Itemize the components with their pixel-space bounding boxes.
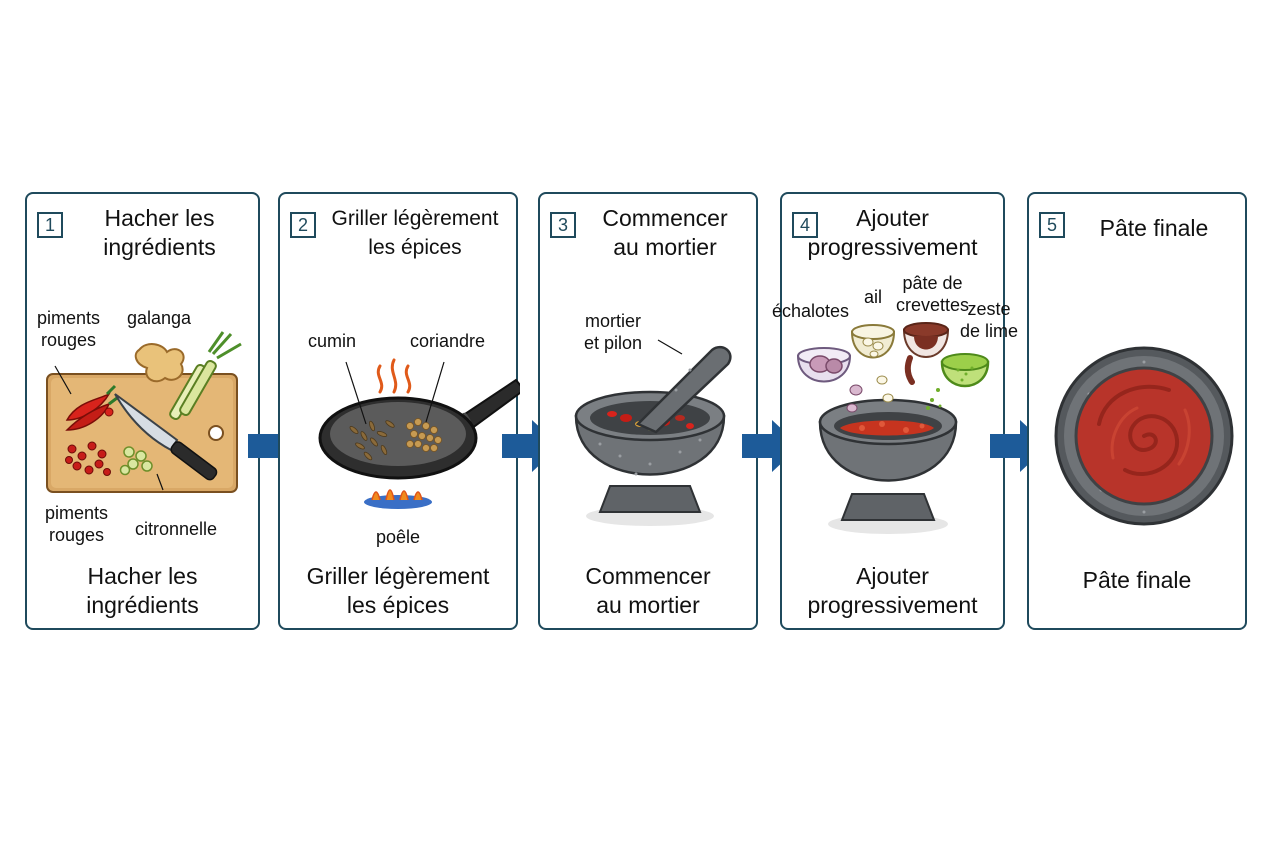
label-ail: ail bbox=[864, 287, 883, 307]
label-citronnelle: citronnelle bbox=[135, 519, 218, 539]
label-mortier-et-pilon: mortier et pilon bbox=[584, 311, 643, 353]
step-5-caption: Pâte finale bbox=[1082, 567, 1192, 593]
mortar-pestle-illustration bbox=[574, 339, 732, 526]
step-5-title: Pâte finale bbox=[1099, 215, 1209, 241]
label-pate-de-crevettes: pâte de crevettes bbox=[896, 273, 970, 315]
cutting-board-illustration bbox=[46, 331, 242, 493]
label-piments-rouges-top: piments rouges bbox=[37, 308, 101, 350]
step-3-number: 3 bbox=[550, 212, 576, 238]
mortar-adding-ingredients-illustration bbox=[796, 322, 990, 534]
frying-pan-illustration bbox=[318, 358, 520, 509]
step-2-title: Griller légèrement les épices bbox=[331, 207, 499, 259]
label-echalotes: échalotes bbox=[772, 301, 850, 321]
step-4-panel: 4 Ajouter progressivement bbox=[772, 192, 1018, 630]
label-cumin: cumin bbox=[308, 331, 357, 351]
step-5-panel: 5 Pâte finale Pâte finale bbox=[1027, 192, 1247, 630]
step-3-caption: Commencer au mortier bbox=[585, 563, 711, 618]
step-3-panel: 3 Commencer au mortier bbox=[538, 192, 758, 630]
step-1-caption: Hacher les ingrédients bbox=[86, 563, 199, 618]
step-4-title: Ajouter progressivement bbox=[807, 205, 978, 260]
step-1-panel: 1 Hacher les ingrédients bbox=[25, 192, 260, 630]
label-galanga: galanga bbox=[127, 308, 192, 328]
step-4-number: 4 bbox=[792, 212, 818, 238]
step-1-title: Hacher les ingrédients bbox=[103, 205, 216, 260]
step-2-number: 2 bbox=[290, 212, 316, 238]
final-paste-bowl-illustration bbox=[1054, 346, 1234, 526]
step-2-panel: 2 Griller légèrement les épices bbox=[278, 192, 520, 630]
step-2-caption: Griller légèrement les épices bbox=[306, 563, 490, 618]
label-coriandre: coriandre bbox=[410, 331, 486, 351]
label-zeste-de-lime: zeste de lime bbox=[960, 299, 1019, 341]
step-5-number: 5 bbox=[1039, 212, 1065, 238]
step-1-number: 1 bbox=[37, 212, 63, 238]
label-poele: poêle bbox=[376, 527, 421, 547]
step-3-title: Commencer au mortier bbox=[602, 205, 728, 260]
label-piments-rouges-bottom: piments rouges bbox=[45, 503, 109, 545]
step-4-caption: Ajouter progressivement bbox=[807, 563, 978, 618]
